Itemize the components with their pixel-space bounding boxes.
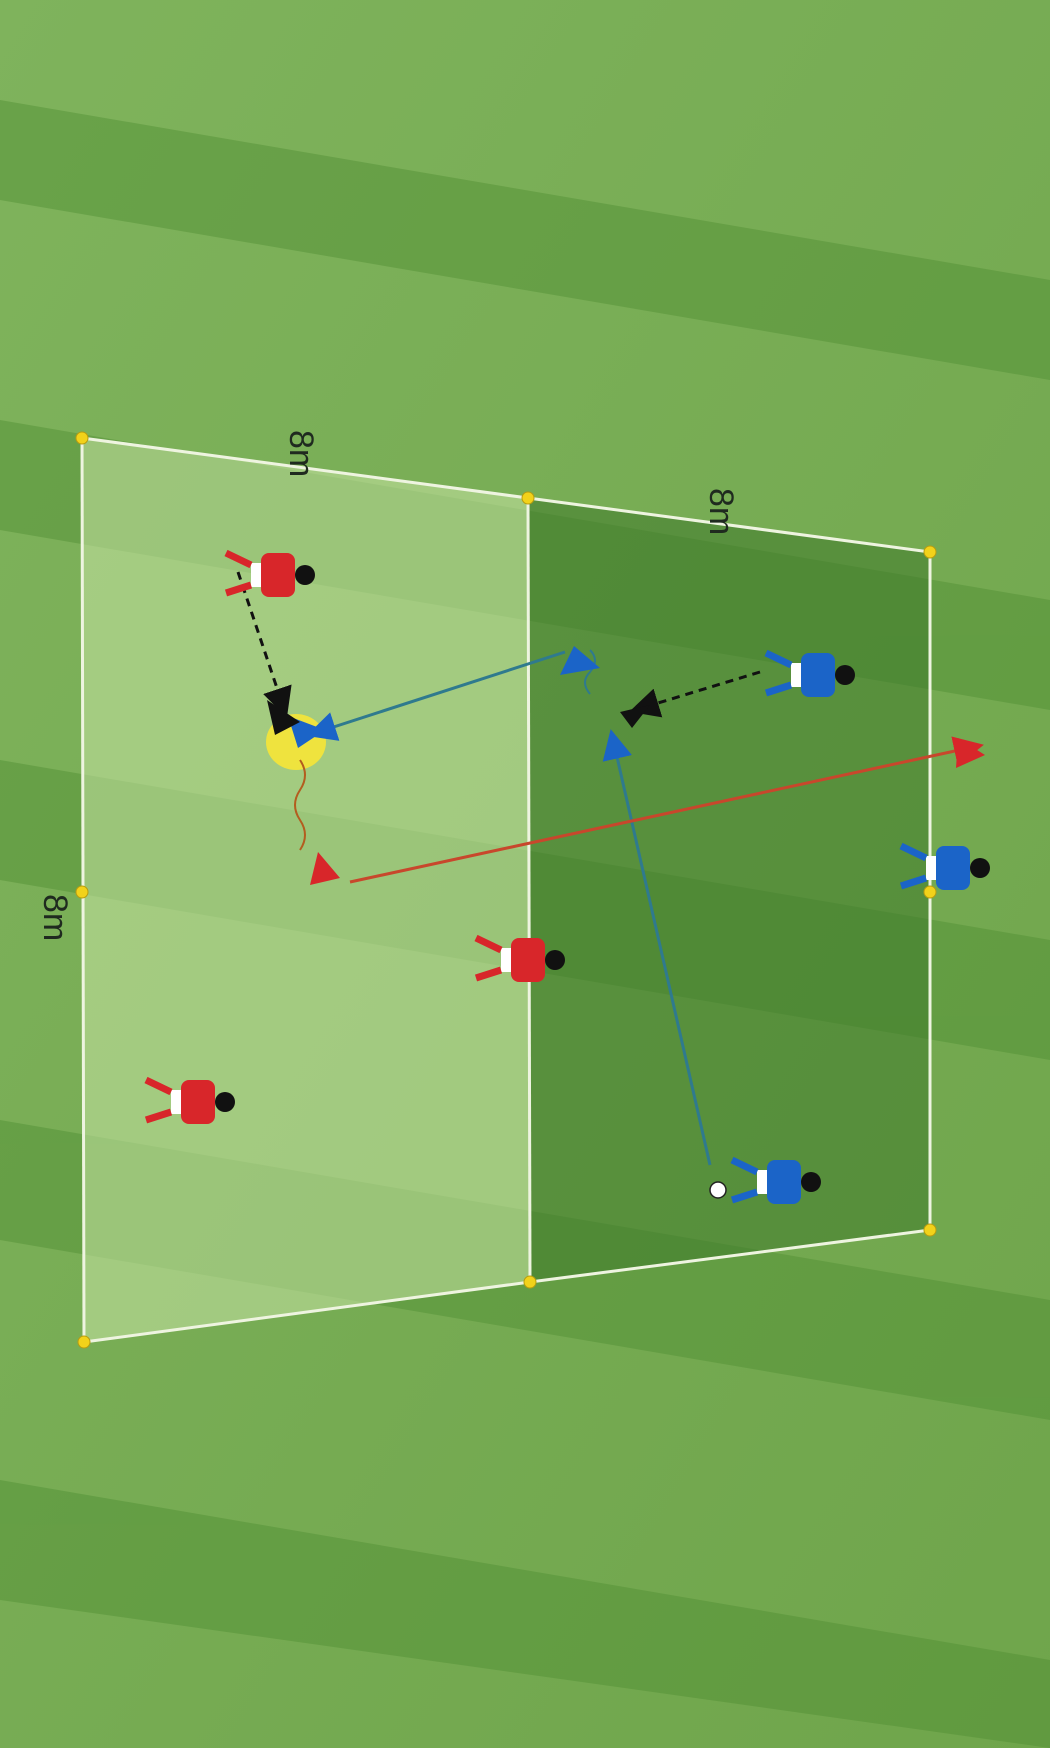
cone-icon [924, 1224, 936, 1236]
ball-icon [710, 1182, 726, 1198]
cone-icon [78, 1336, 90, 1348]
zone-right [528, 498, 930, 1282]
dimension-label-top-right: 8m [702, 488, 740, 535]
cone-icon [76, 886, 88, 898]
cone-icon [522, 492, 534, 504]
cone-icon [76, 432, 88, 444]
cone-icon [924, 546, 936, 558]
cone-icon [524, 1276, 536, 1288]
dimension-label-top-left: 8m [282, 430, 320, 477]
cone-icon [924, 886, 936, 898]
dimension-label-left: 8m [36, 894, 74, 941]
